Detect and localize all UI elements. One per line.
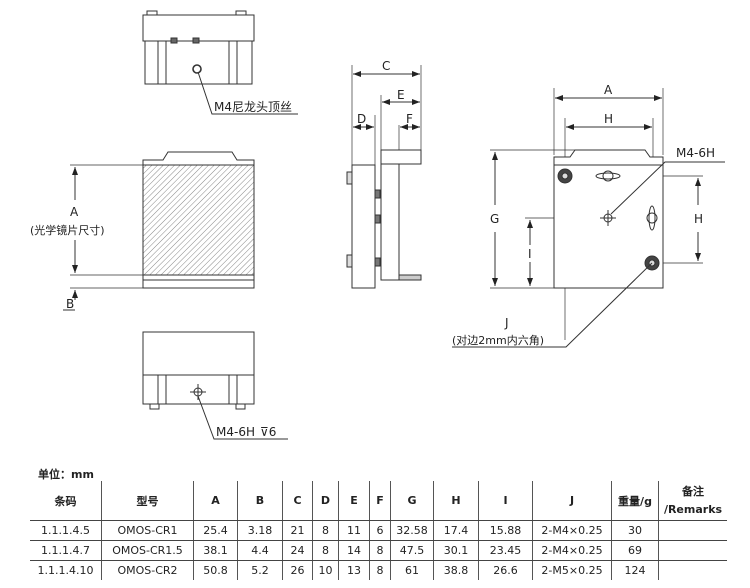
side-view	[346, 65, 422, 289]
header-barcode: 条码	[30, 481, 102, 521]
cell-g: 32.58	[390, 520, 434, 541]
cell-model: OMOS-CR2	[101, 560, 194, 580]
cell-h: 30.1	[433, 540, 479, 561]
cell-barcode: 1.1.1.4.7	[30, 540, 102, 561]
j-note: (对边2mm内六角)	[452, 333, 544, 347]
cell-remarks	[658, 520, 727, 541]
header-j: J	[532, 481, 612, 521]
top-view-label: M4尼龙头顶丝	[214, 100, 292, 114]
cell-remarks	[658, 560, 727, 580]
cell-barcode: 1.1.1.4.5	[30, 520, 102, 541]
cell-e: 14	[338, 540, 370, 561]
cell-i: 15.88	[478, 520, 533, 541]
dim-i-label: I	[528, 247, 532, 261]
header-weight: 重量/g	[611, 481, 659, 521]
cell-d: 8	[312, 540, 339, 561]
cell-e: 13	[338, 560, 370, 580]
cell-i: 23.45	[478, 540, 533, 561]
spec-table: 条码 型号 A B C D E F G H I J 重量/g 备注/Remark…	[30, 481, 727, 580]
dim-a-label: A	[70, 205, 79, 219]
cell-model: OMOS-CR1.5	[101, 540, 194, 561]
cell-h: 38.8	[433, 560, 479, 580]
cell-a: 38.1	[193, 540, 238, 561]
cell-barcode: 1.1.1.4.10	[37, 564, 94, 577]
dim-a-right-label: A	[604, 83, 613, 97]
cell-c: 24	[282, 540, 313, 561]
dim-c-label: C	[382, 59, 390, 73]
cell-j: 2-M4×0.25	[532, 520, 612, 541]
cell-h: 17.4	[433, 520, 479, 541]
remarks-cn: 备注	[682, 484, 704, 498]
dim-d-label: D	[357, 112, 366, 126]
table-row: 1.1.1.4.7 OMOS-CR1.5 38.1 4.4 24 8 14 8 …	[30, 540, 727, 561]
header-g: G	[390, 481, 434, 521]
cell-d: 10	[312, 560, 339, 580]
header-b: B	[237, 481, 283, 521]
technical-drawing: M4尼龙头顶丝 A (光学镜片尺寸) B M4-6H ⊽6 C E D F A …	[30, 10, 725, 440]
cell-weight: 69	[611, 540, 659, 561]
hole-label: M4-6H	[676, 146, 715, 160]
unit-label: 单位：mm	[38, 468, 94, 481]
top-view	[142, 10, 298, 115]
cell-j: 2-M5×0.25	[532, 560, 612, 580]
header-c: C	[282, 481, 313, 521]
header-i: I	[478, 481, 533, 521]
j-label: J	[504, 316, 509, 330]
front-view	[63, 151, 255, 311]
cell-a: 25.4	[193, 520, 238, 541]
remarks-en: /Remarks	[663, 502, 723, 516]
cell-f: 8	[369, 560, 391, 580]
dim-f-label: F	[406, 112, 413, 126]
cell-remarks	[658, 540, 727, 561]
cell-g: 61	[390, 560, 434, 580]
dim-g-label: G	[490, 212, 499, 226]
cell-c: 26	[282, 560, 313, 580]
cell-b: 4.4	[237, 540, 283, 561]
cell-g: 47.5	[390, 540, 434, 561]
table-row: 1.1.1.4.5 OMOS-CR1 25.4 3.18 21 8 11 6 3…	[30, 520, 727, 541]
header-e: E	[338, 481, 370, 521]
header-a: A	[193, 481, 238, 521]
bottom-view	[142, 331, 288, 440]
cell-weight: 124	[611, 560, 659, 580]
cell-weight: 30	[611, 520, 659, 541]
cell-model: OMOS-CR1	[101, 520, 194, 541]
header-f: F	[369, 481, 391, 521]
cell-c: 21	[282, 520, 313, 541]
table-row: 1.1.1.4.10 OMOS-CR2 50.8 5.2 26 10 13 8 …	[30, 560, 727, 580]
dim-h-top-label: H	[604, 112, 613, 126]
dim-e-label: E	[397, 88, 405, 102]
table-header-row: 条码 型号 A B C D E F G H I J 重量/g 备注/Remark…	[30, 481, 727, 521]
header-h: H	[433, 481, 479, 521]
cell-f: 8	[369, 540, 391, 561]
cell-a: 50.8	[193, 560, 238, 580]
cell-i: 26.6	[478, 560, 533, 580]
bottom-view-label: M4-6H	[216, 425, 255, 439]
dim-h-right-label: H	[694, 212, 703, 226]
dim-a-note: (光学镜片尺寸)	[30, 223, 105, 237]
dim-b-label: B	[66, 297, 74, 311]
cell-e: 11	[338, 520, 370, 541]
mount-front-view	[452, 88, 725, 348]
cell-f: 6	[369, 520, 391, 541]
cell-b: 5.2	[237, 560, 283, 580]
cell-d: 8	[312, 520, 339, 541]
header-model: 型号	[101, 481, 194, 521]
cell-j: 2-M4×0.25	[532, 540, 612, 561]
bottom-depth-label: ⊽6	[260, 425, 276, 439]
header-d: D	[312, 481, 339, 521]
header-remarks: 备注/Remarks	[658, 481, 727, 521]
cell-b: 3.18	[237, 520, 283, 541]
